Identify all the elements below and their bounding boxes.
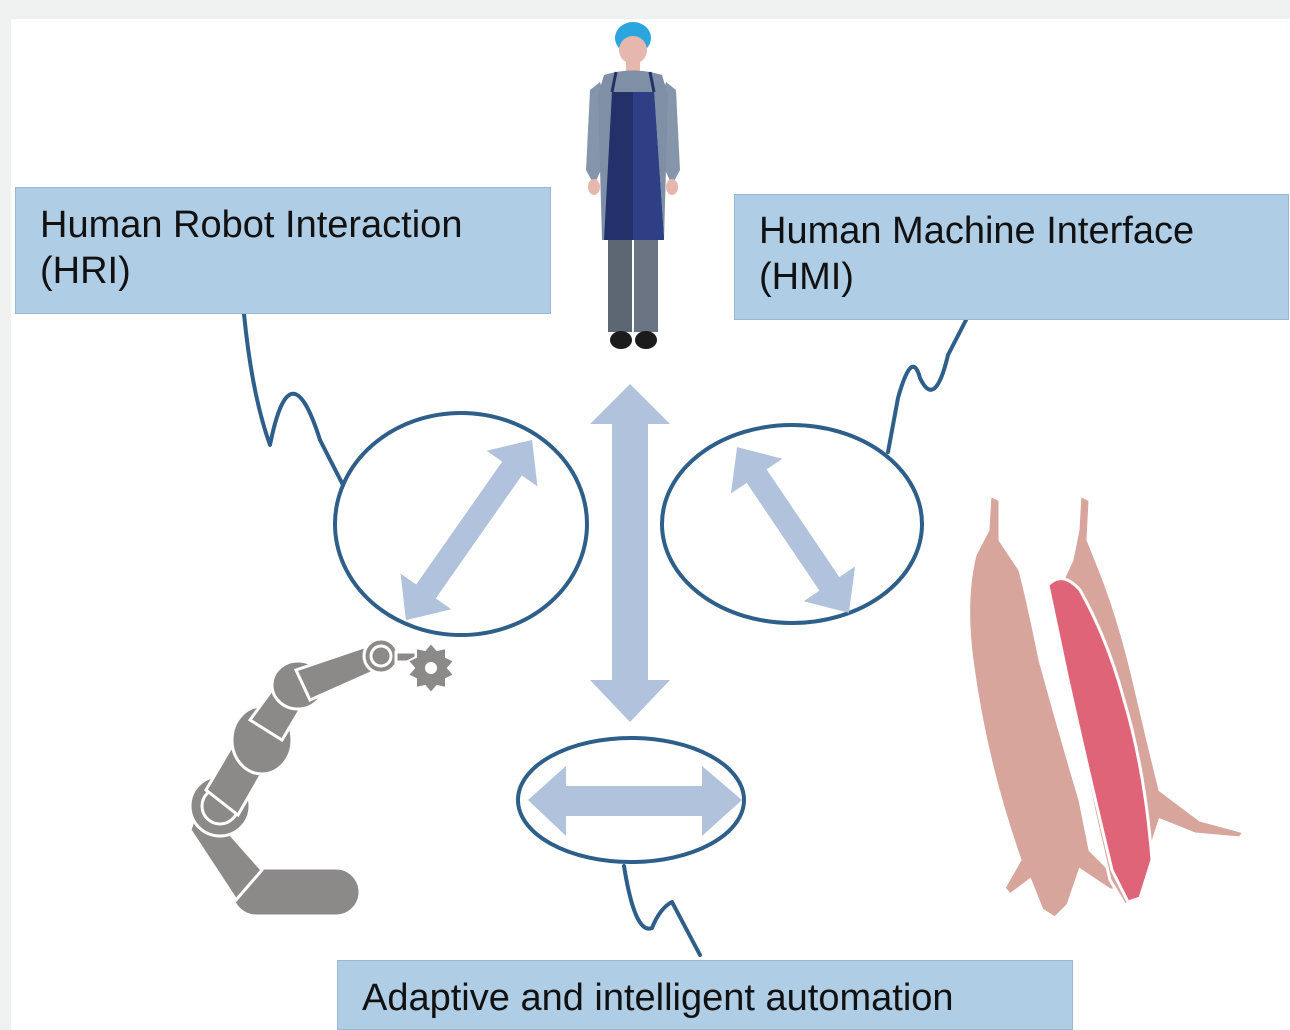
hri-ellipse — [333, 411, 589, 637]
worker-icon — [586, 22, 680, 349]
horizontal-double-arrow — [528, 766, 742, 836]
hmi-ellipse — [660, 423, 924, 625]
automation-ellipse — [516, 736, 746, 864]
hmi-label-line2: (HMI) — [759, 256, 854, 298]
carcass-icon — [967, 492, 1247, 920]
automation-label-box: Adaptive and intelligent automation — [337, 960, 1073, 1030]
hmi-connector-line — [886, 318, 968, 454]
hmi-label-line1: Human Machine Interface — [759, 210, 1195, 252]
hmi-diagonal-double-arrow — [730, 447, 856, 613]
saw-blade-icon — [406, 641, 456, 695]
robot-arm-icon — [188, 637, 418, 918]
hri-label-box: Human Robot Interaction (HRI) — [15, 187, 551, 314]
hri-diagonal-double-arrow — [400, 439, 538, 621]
hri-connector-line — [242, 312, 345, 487]
automation-label: Adaptive and intelligent automation — [362, 977, 954, 1019]
hri-label-line1: Human Robot Interaction — [40, 204, 463, 246]
automation-connector-line — [622, 864, 702, 957]
hri-label-line2: (HRI) — [40, 250, 131, 292]
vertical-double-arrow — [590, 384, 670, 722]
hmi-label-box: Human Machine Interface (HMI) — [734, 194, 1289, 320]
